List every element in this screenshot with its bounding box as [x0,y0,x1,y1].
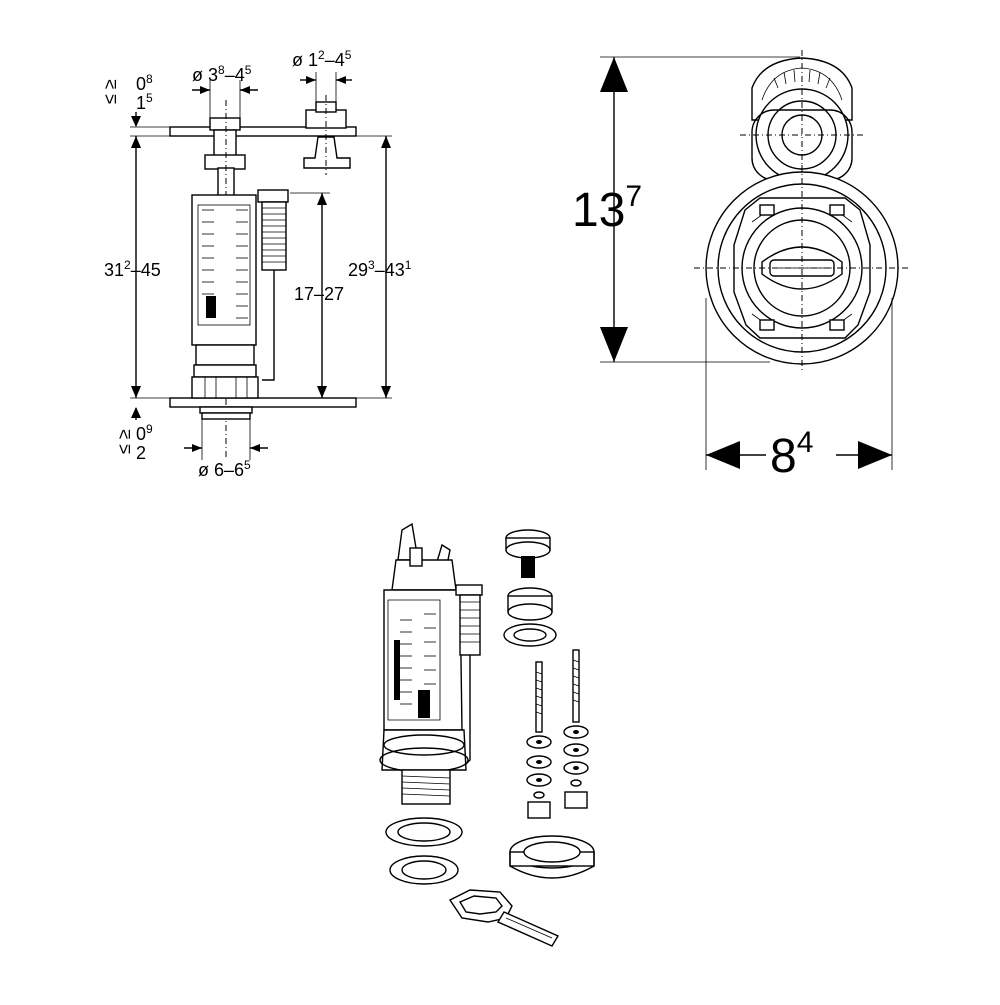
label-bottom-ring-b: 2 [136,443,146,463]
top-view-drawing [600,50,910,470]
screw-set [526,649,589,819]
label-height-right: 293–431 [348,258,412,280]
valve-body [195,344,255,366]
label-dia-actuator: ø 38–45 [192,63,252,85]
label-top-height: 137 [572,180,642,237]
side-view-drawing [130,72,392,460]
fill-valve-assembly [379,522,483,805]
wrench-tool [448,889,560,947]
button-parts [503,529,557,647]
label-lower-ring-b: 15 [136,91,153,113]
label-height-inner: 17–27 [294,284,344,304]
label-dia-base: ø 6–65 [198,458,251,480]
label-lower-ring-a: 08 [136,72,153,94]
overflow-spring [261,201,287,271]
top-plate [169,126,357,137]
exploded-parts-drawing [379,522,595,947]
label-lower-ring-sym: ≤ ≥ [100,79,120,104]
label-top-width: 84 [770,426,813,483]
label-bottom-ring-a: 09 [136,422,153,444]
bottom-plate [169,397,357,408]
label-bottom-ring-sym: ≤ ≥ [114,429,134,454]
label-height-total: 312–45 [104,258,161,280]
label-dia-small: ø 12–45 [292,48,352,70]
